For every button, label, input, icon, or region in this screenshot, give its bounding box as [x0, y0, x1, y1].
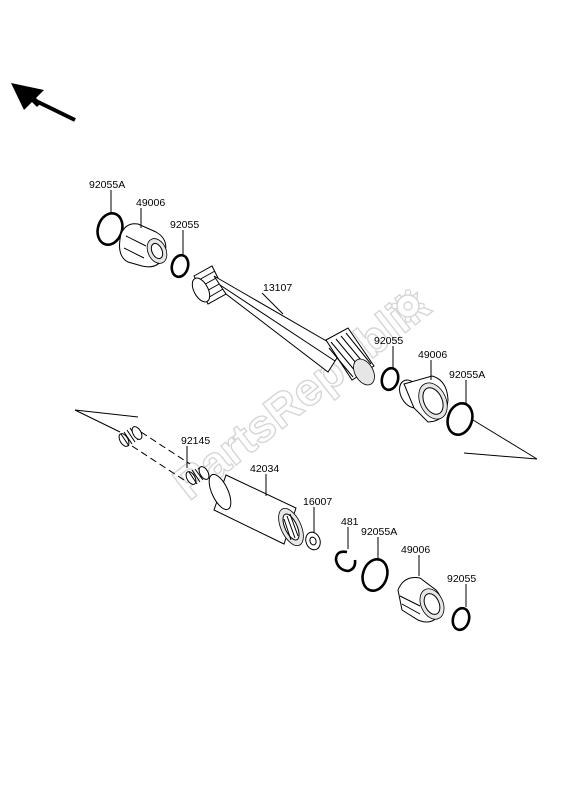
sleeve-42034	[208, 473, 304, 547]
boot-49006-mid	[399, 375, 449, 423]
reference-lines	[74, 409, 538, 460]
o-ring-92055-top	[170, 253, 190, 279]
label-13107: 13107	[263, 282, 292, 294]
label-92145: 92145	[181, 435, 210, 447]
label-92055-top: 92055	[170, 219, 199, 231]
label-92055a-bot: 92055A	[361, 526, 397, 538]
o-ring-92055a-mid	[446, 402, 474, 436]
o-ring-92055-mid	[380, 366, 400, 392]
part-labels: 92055A 49006 92055 13107 92055 49006 920…	[89, 179, 485, 585]
shaft-13107	[191, 265, 375, 386]
label-92055a-top: 92055A	[89, 179, 125, 191]
label-92055a-mid: 92055A	[449, 369, 485, 381]
label-42034: 42034	[250, 463, 279, 475]
gear-logo-icon	[391, 289, 425, 323]
boot-49006-bot	[397, 577, 445, 623]
spring-right	[185, 466, 210, 485]
spring-92145	[118, 426, 210, 485]
spring-left	[118, 426, 143, 447]
label-49006-bot: 49006	[401, 544, 430, 556]
o-ring-92055-bot	[451, 606, 471, 632]
label-481: 481	[341, 516, 359, 528]
label-92055-bot: 92055	[447, 573, 476, 585]
boot-49006-top	[119, 223, 168, 268]
o-ring-92055a-bot	[361, 558, 389, 592]
direction-arrow-icon	[11, 83, 76, 122]
label-49006-mid: 49006	[418, 349, 447, 361]
label-49006-top: 49006	[136, 197, 165, 209]
label-92055-mid: 92055	[374, 335, 403, 347]
washer-16007	[305, 531, 321, 551]
label-16007: 16007	[303, 496, 332, 508]
leader-lines	[110, 190, 467, 607]
circlip-481	[334, 550, 357, 573]
